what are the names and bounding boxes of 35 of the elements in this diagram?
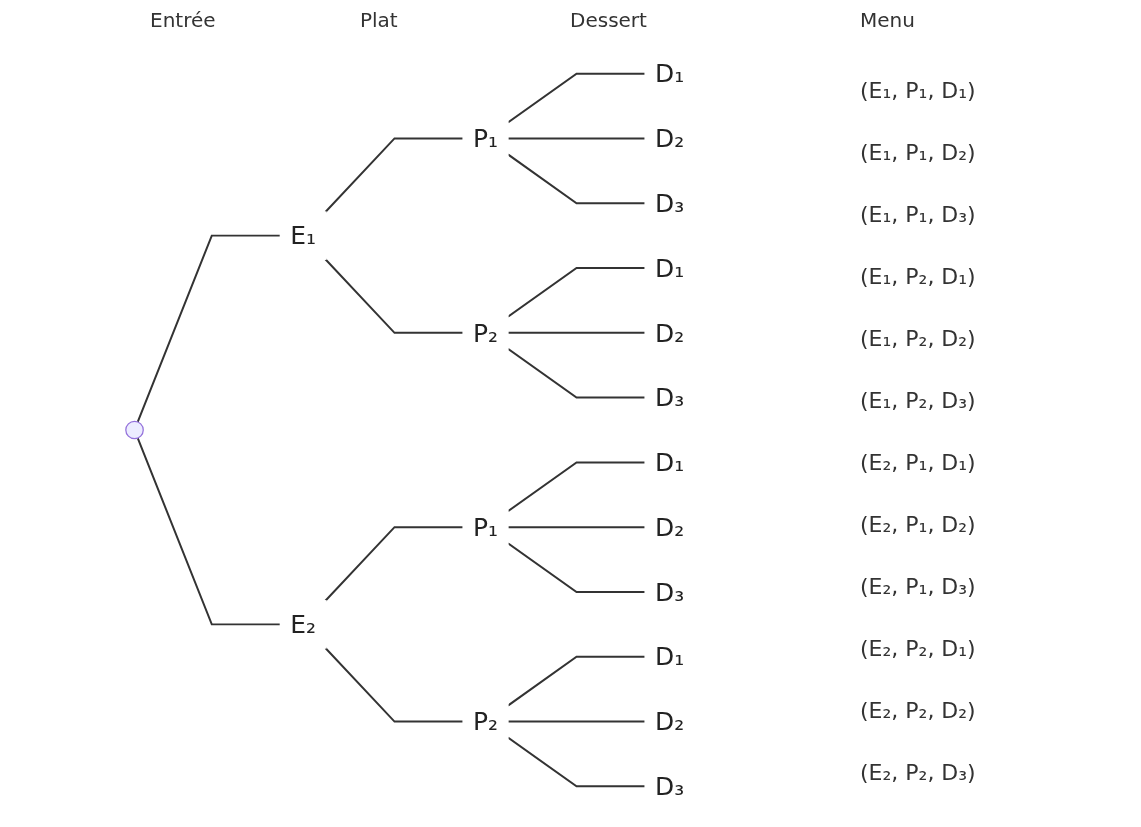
column-heading: Entrée	[150, 8, 216, 32]
menu-combination: (E₂, P₂, D₃)	[860, 759, 977, 787]
node-text: D₁	[655, 447, 685, 478]
node-circle	[125, 420, 144, 440]
node-text: E₂	[290, 609, 317, 640]
node-text: D₁	[655, 58, 685, 89]
menu-combination: (E₁, P₂, D₃)	[860, 387, 977, 415]
column-heading: Plat	[360, 8, 398, 32]
menu-combination: (E₂, P₂, D₁)	[860, 635, 977, 663]
node-text: D₁	[655, 253, 685, 283]
menu-combination: (E₂, P₂, D₂)	[860, 697, 977, 725]
node-text: D₃	[655, 382, 685, 413]
menu-combination: (E₁, P₁, D₃)	[860, 201, 977, 229]
menu-combination: (E₁, P₂, D₁)	[860, 263, 977, 291]
node-text: P₁	[473, 123, 499, 154]
node-text: D₃	[655, 577, 685, 607]
node-text: P₂	[473, 317, 499, 348]
node-text: P₂	[473, 706, 499, 737]
node-text: D₂	[655, 706, 685, 737]
menu-combination: (E₂, P₁, D₁)	[860, 449, 977, 477]
menu-combination: (E₂, P₁, D₃)	[860, 573, 977, 601]
node-text: D₃	[655, 188, 685, 219]
column-heading: Menu	[860, 8, 915, 32]
node-text: E₁	[290, 220, 317, 251]
menu-combination: (E₂, P₁, D₂)	[860, 511, 977, 539]
node-text: D₂	[655, 317, 685, 348]
menu-combination: (E₁, P₂, D₂)	[860, 325, 977, 353]
menu-combination: (E₁, P₁, D₂)	[860, 139, 977, 167]
node-text: D₂	[655, 123, 685, 154]
column-heading: Dessert	[570, 8, 647, 32]
node-text: D₃	[655, 771, 685, 802]
node-text: P₁	[473, 512, 499, 543]
node-text: D₂	[655, 512, 685, 543]
node-text: D₁	[655, 641, 685, 672]
menu-combination: (E₁, P₁, D₁)	[860, 77, 977, 105]
